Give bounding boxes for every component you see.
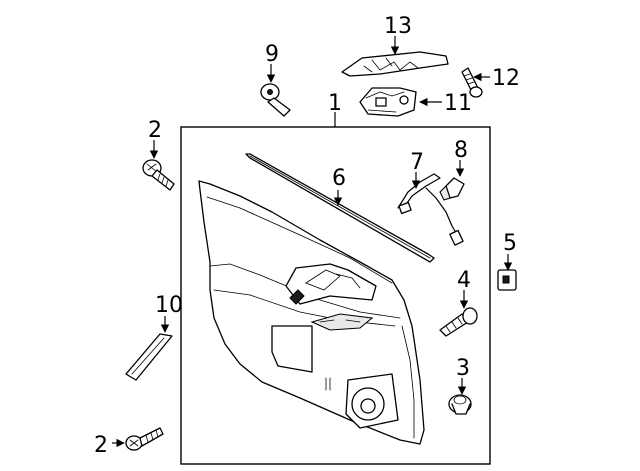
callout-9: 9: [265, 42, 279, 67]
callout-8: 8: [454, 138, 468, 163]
screw-4[interactable]: [439, 307, 478, 337]
callout-7: 7: [410, 150, 424, 175]
callout-5: 5: [503, 231, 517, 256]
callout-1: 1: [328, 91, 342, 116]
screw-12[interactable]: [461, 67, 483, 98]
switch-assembly-11[interactable]: [359, 87, 417, 117]
callout-13: 13: [384, 14, 412, 39]
screw-2-lower[interactable]: [125, 427, 164, 451]
callout-6: 6: [332, 166, 346, 191]
door-trim-panel[interactable]: [198, 180, 425, 445]
retainer-clip-5[interactable]: [497, 269, 517, 291]
callout-12: 12: [492, 66, 520, 91]
garnish-13[interactable]: [341, 51, 449, 77]
callout-2-lower: 2: [94, 433, 108, 458]
courtesy-lamp-harness[interactable]: [397, 173, 464, 246]
retainer-clip-8[interactable]: [439, 177, 465, 201]
callout-10: 10: [155, 293, 183, 318]
callout-2-upper: 2: [148, 118, 162, 143]
callout-3: 3: [456, 356, 470, 381]
trim-strip-10[interactable]: [125, 333, 173, 381]
belt-weatherstrip[interactable]: [245, 153, 435, 263]
screw-2-upper[interactable]: [142, 159, 175, 191]
callout-11: 11: [444, 91, 472, 116]
callout-4: 4: [457, 268, 471, 293]
fastener-9[interactable]: [260, 83, 291, 117]
push-clip-3[interactable]: [448, 394, 472, 415]
